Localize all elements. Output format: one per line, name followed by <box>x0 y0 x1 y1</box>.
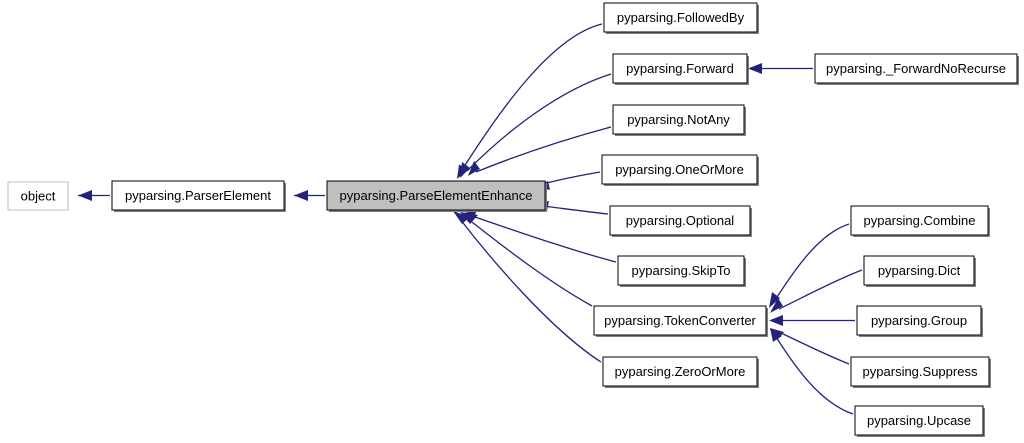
node-optional[interactable]: pyparsing.Optional <box>609 205 752 237</box>
arrowhead-upcase-to-tokenconverter <box>770 328 782 342</box>
edge-tokenconverter-to-parseelementenh <box>467 218 593 307</box>
node-zeroormore[interactable]: pyparsing.ZeroOrMore <box>602 356 759 388</box>
arrowhead-forwardnorecurse-to-forward <box>748 63 762 74</box>
edge-suppress-to-tokenconverter <box>778 331 850 365</box>
node-object[interactable]: object <box>7 181 69 211</box>
node-box-oneormore[interactable] <box>601 154 758 185</box>
node-box-forwardnorecurse[interactable] <box>814 53 1018 84</box>
node-upcase[interactable]: pyparsing.Upcase <box>854 405 985 437</box>
node-label-group: pyparsing.Group <box>871 313 967 328</box>
arrowhead-tokenconverter-to-parseelementenh <box>460 212 478 224</box>
arrowhead-forward-to-parseelementenh <box>460 162 470 178</box>
node-tokenconverter[interactable]: pyparsing.TokenConverter <box>593 305 768 337</box>
node-box-optional[interactable] <box>609 205 751 236</box>
edge-upcase-to-tokenconverter <box>775 336 854 415</box>
node-box-skipto[interactable] <box>617 255 745 286</box>
node-box-zeroormore[interactable] <box>602 356 758 387</box>
node-label-forwardnorecurse: pyparsing._ForwardNoRecurse <box>826 61 1006 76</box>
node-label-parserelement: pyparsing.ParserElement <box>125 188 271 203</box>
node-group[interactable]: pyparsing.Group <box>856 305 983 337</box>
node-label-upcase: pyparsing.Upcase <box>867 413 971 428</box>
node-label-combine: pyparsing.Combine <box>863 213 975 228</box>
node-label-suppress: pyparsing.Suppress <box>863 364 978 379</box>
node-label-parseelementenh: pyparsing.ParseElementEnhance <box>340 188 533 203</box>
node-label-object: object <box>21 188 56 203</box>
arrowhead-notany-to-parseelementenh <box>468 161 480 176</box>
node-label-zeroormore: pyparsing.ZeroOrMore <box>615 364 746 379</box>
node-parserelement[interactable]: pyparsing.ParserElement <box>111 180 286 212</box>
node-followedby[interactable]: pyparsing.FollowedBy <box>603 2 759 34</box>
node-box-object[interactable] <box>7 181 69 211</box>
node-label-skipto: pyparsing.SkipTo <box>632 263 731 278</box>
nodes-group: object pyparsing.ParserElement pyparsing.P… <box>7 2 1019 437</box>
node-box-notany[interactable] <box>612 104 745 135</box>
node-label-dict: pyparsing.Dict <box>878 263 961 278</box>
edge-notany-to-parseelementenh <box>475 126 612 173</box>
node-label-forward: pyparsing.Forward <box>626 61 734 76</box>
node-combine[interactable]: pyparsing.Combine <box>850 205 990 237</box>
edge-forward-to-parseelementenh <box>466 73 612 172</box>
node-label-oneormore: pyparsing.OneOrMore <box>615 162 744 177</box>
edge-skipto-to-parseelementenh <box>471 215 617 263</box>
node-skipto[interactable]: pyparsing.SkipTo <box>617 255 746 287</box>
node-label-tokenconverter: pyparsing.TokenConverter <box>604 313 756 328</box>
node-dict[interactable]: pyparsing.Dict <box>863 255 976 287</box>
arrowhead-group-to-tokenconverter <box>769 315 783 326</box>
node-box-upcase[interactable] <box>854 405 984 436</box>
node-box-parseelementenh[interactable] <box>326 180 546 211</box>
node-box-group[interactable] <box>856 305 982 336</box>
node-box-suppress[interactable] <box>850 356 990 387</box>
node-box-tokenconverter[interactable] <box>593 305 767 336</box>
node-oneormore[interactable]: pyparsing.OneOrMore <box>601 154 759 186</box>
node-box-followedby[interactable] <box>603 2 758 33</box>
edge-oneormore-to-parseelementenh <box>542 171 601 185</box>
edge-followedby-to-parseelementenh <box>461 23 603 171</box>
node-label-followedby: pyparsing.FollowedBy <box>617 10 745 25</box>
node-label-notany: pyparsing.NotAny <box>627 112 730 127</box>
arrowhead-zeroormore-to-parseelementenh <box>453 211 470 224</box>
node-box-parserelement[interactable] <box>111 180 285 211</box>
node-parseelementenh[interactable]: pyparsing.ParseElementEnhance <box>326 180 547 212</box>
node-forward[interactable]: pyparsing.Forward <box>612 53 749 85</box>
node-label-optional: pyparsing.Optional <box>626 213 735 228</box>
edge-combine-to-tokenconverter <box>774 223 850 301</box>
edge-dict-to-tokenconverter <box>778 269 863 310</box>
arrowhead-combine-to-tokenconverter <box>769 292 780 308</box>
node-box-dict[interactable] <box>863 255 975 286</box>
arrowhead-parserelement-to-object <box>78 190 92 201</box>
arrowhead-dict-to-tokenconverter <box>770 298 783 313</box>
edge-optional-to-parseelementenh <box>542 205 609 215</box>
node-suppress[interactable]: pyparsing.Suppress <box>850 356 991 388</box>
node-notany[interactable]: pyparsing.NotAny <box>612 104 746 136</box>
node-forwardnorecurse[interactable]: pyparsing._ForwardNoRecurse <box>814 53 1019 85</box>
node-box-combine[interactable] <box>850 205 989 236</box>
arrowhead-parseelementenh-to-parserelement <box>294 190 308 201</box>
edge-zeroormore-to-parseelementenh <box>459 218 602 363</box>
node-box-forward[interactable] <box>612 53 748 84</box>
